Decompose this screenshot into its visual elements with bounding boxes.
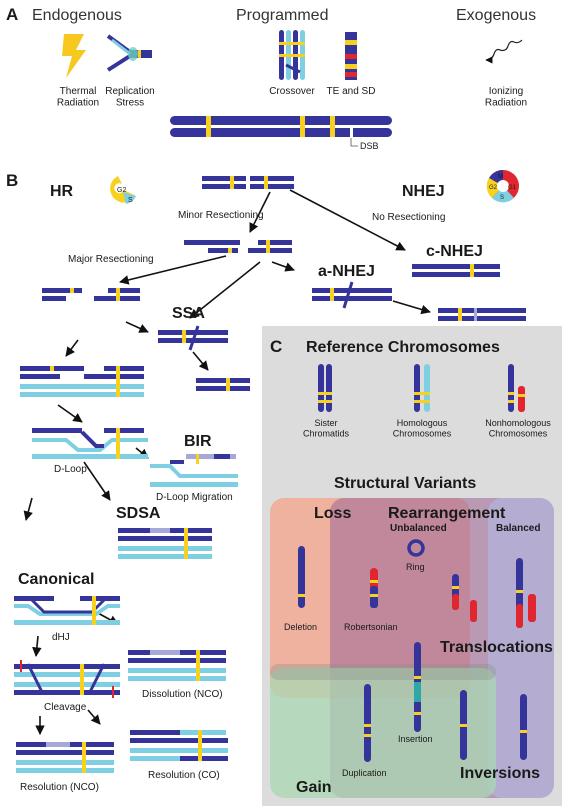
ring-label: Ring xyxy=(406,562,425,572)
ssa-result xyxy=(196,378,250,391)
balanced-region xyxy=(488,498,554,798)
crossover-icon xyxy=(279,30,305,80)
major-resection-strands xyxy=(42,288,140,301)
rearrangement-label: Rearrangement xyxy=(388,505,506,522)
a-nhej-label: a-NHEJ xyxy=(318,263,375,280)
dissolution-strands xyxy=(128,650,226,681)
panel-b: B HR NHEJ G2 S M G1 S G2 xyxy=(6,169,526,793)
unbalanced-label: Unbalanced xyxy=(390,523,447,534)
resolution-nco-strands xyxy=(16,742,114,773)
homologous-chromosomes-icon xyxy=(414,364,430,412)
deletion-icon xyxy=(298,546,305,608)
resolution-co-strands xyxy=(130,730,228,761)
inversion-icon-1 xyxy=(460,690,467,760)
d-loop-label: D-Loop xyxy=(54,464,87,475)
replication-fork-icon xyxy=(106,34,152,72)
item-te-sd: TE and SD xyxy=(327,86,376,97)
unbalanced-translocation-icon xyxy=(452,574,459,610)
dhj-label: dHJ xyxy=(52,632,70,643)
canonical-label: Canonical xyxy=(18,571,94,588)
category-endogenous: Endogenous xyxy=(32,7,122,24)
deletion-label: Deletion xyxy=(284,622,317,632)
pathway-arrows xyxy=(23,189,431,735)
balanced-translocation-icon xyxy=(516,558,536,628)
dsb-pair xyxy=(202,176,294,189)
nhej-g2: G2 xyxy=(489,185,498,191)
hr-label: HR xyxy=(50,183,74,200)
ssa-label: SSA xyxy=(172,305,205,322)
hr-cell-cycle-icon: G2 S xyxy=(110,176,136,204)
hr-g2: G2 xyxy=(117,187,126,194)
a-nhej-strands xyxy=(312,281,392,309)
d-loop-migration-label: D-Loop Migration xyxy=(156,492,233,503)
nhej-cell-cycle-icon: M G1 S G2 xyxy=(486,169,519,203)
sdsa-label: SDSA xyxy=(116,505,161,522)
nhej-s: S xyxy=(500,195,504,201)
unbalanced-translocation-icon-2 xyxy=(470,600,477,622)
radiation-wave-icon xyxy=(485,39,523,64)
d-loop-strands xyxy=(32,428,148,459)
hr-s: S xyxy=(128,197,133,204)
sister-chromatids-icon xyxy=(318,364,332,412)
dsb-label: DSB xyxy=(360,141,379,151)
sv-title: Structural Variants xyxy=(334,475,476,492)
nhej-label: NHEJ xyxy=(402,183,445,200)
resolution-nco-label: Resolution (NCO) xyxy=(20,782,99,793)
minor-resectioning-label: Minor Resectioning xyxy=(178,210,264,221)
category-programmed: Programmed xyxy=(236,7,328,24)
lightning-icon xyxy=(62,34,86,78)
panel-b-label: B xyxy=(6,171,18,190)
minor-resection-strands xyxy=(184,240,292,253)
duplication-icon xyxy=(364,684,371,762)
insertion-icon xyxy=(414,642,421,732)
major-resectioning-label: Major Resectioning xyxy=(68,254,154,265)
gain-label: Gain xyxy=(296,779,332,796)
insertion-label: Insertion xyxy=(398,734,433,744)
bir-label: BIR xyxy=(184,433,212,450)
balanced-label: Balanced xyxy=(496,523,540,534)
ssa-strands xyxy=(158,325,228,351)
category-exogenous: Exogenous xyxy=(456,7,536,24)
item-crossover: Crossover xyxy=(269,86,315,97)
no-resectioning-label: No Resectioning xyxy=(372,212,445,223)
robertsonian-icon xyxy=(370,568,378,608)
te-sd-icon xyxy=(345,32,357,80)
panel-a-label: A xyxy=(6,5,18,24)
panel-a: A Endogenous Programmed Exogenous xyxy=(6,5,536,151)
resolution-co-label: Resolution (CO) xyxy=(148,770,220,781)
loss-label: Loss xyxy=(314,505,351,522)
bir-strands xyxy=(150,454,238,487)
panel-c-label: C xyxy=(270,337,282,356)
c-nhej-label: c-NHEJ xyxy=(426,243,483,260)
a-nhej-result xyxy=(438,308,526,321)
dissolution-label: Dissolution (NCO) xyxy=(142,689,223,700)
ring-icon xyxy=(407,539,425,557)
chromosome-dsb xyxy=(170,116,392,147)
invasion-strands xyxy=(20,366,144,397)
robertsonian-label: Robertsonian xyxy=(344,622,398,632)
c-nhej-strands xyxy=(412,264,500,277)
nhej-g1: G1 xyxy=(508,185,517,191)
inversion-icon-2 xyxy=(520,694,527,760)
dhj-strands xyxy=(14,596,120,625)
reference-title: Reference Chromosomes xyxy=(306,339,500,356)
duplication-label: Duplication xyxy=(342,768,387,778)
sdsa-strands xyxy=(118,528,212,559)
nonhomologous-chromosomes-icon xyxy=(508,364,525,412)
cleavage-label: Cleavage xyxy=(44,702,87,713)
cleavage-strands xyxy=(14,660,120,698)
translocations-label: Translocations xyxy=(440,639,553,656)
gain-region xyxy=(270,668,496,798)
nhej-m: M xyxy=(498,174,503,180)
inversions-label: Inversions xyxy=(460,765,540,782)
